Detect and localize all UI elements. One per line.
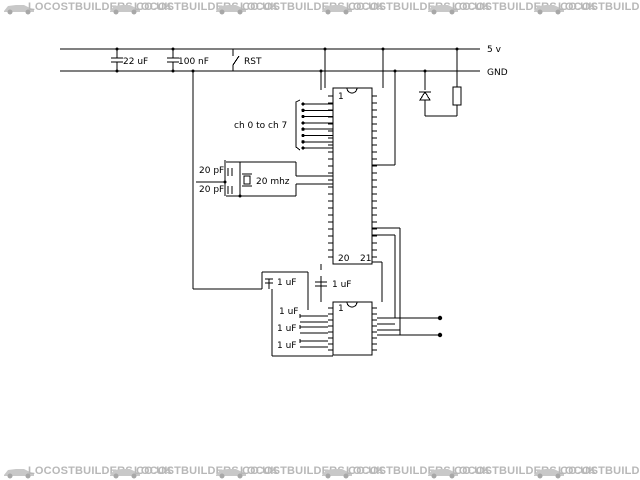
line-driver-chip [332, 301, 373, 356]
output-terminal [437, 315, 443, 321]
pump-cap-e-label: 1 uF [277, 341, 296, 351]
adc-channel-terminal [301, 127, 305, 131]
adc-channel-terminal [301, 140, 305, 144]
adc-input-bus [301, 102, 333, 150]
adc-channel-terminal [301, 115, 305, 119]
car-logo-icon [110, 469, 140, 479]
gnd-label: GND [487, 68, 508, 78]
microcontroller-chip [332, 87, 373, 265]
mcu-pin-1-label: 1 [338, 92, 344, 102]
car-logo-icon [428, 469, 458, 479]
car-logo-icon [4, 469, 34, 479]
diode [419, 71, 431, 116]
adc-channel-terminal [301, 121, 305, 125]
adc-channel-terminal [301, 133, 305, 138]
mcu-pin-20-label: 20 [338, 254, 350, 264]
charge-pump-network [261, 264, 333, 357]
pump-cap-c-label: 1 uF [279, 307, 298, 317]
watermark-item: LOCOSTBUILDERS.CO.UK [530, 0, 640, 16]
resistor [452, 49, 462, 116]
watermark-text: LOCOSTBUILDERS.CO.UK [558, 1, 640, 13]
pump-cap-d-label: 1 uF [277, 324, 296, 334]
decoupling-capacitor-label: 100 nF [178, 57, 209, 67]
crystal-label: 20 mhz [256, 177, 290, 187]
adc-channel-terminal [301, 102, 305, 106]
mcu-pin-21-label: 21 [360, 254, 371, 264]
watermark-text: LOCOSTBUILDERS.CO.UK [558, 465, 640, 477]
xtal-cap-2-label: 20 pF [199, 185, 224, 195]
output-terminal [437, 332, 443, 338]
bulk-capacitor [111, 49, 123, 71]
driver-pin-1-label: 1 [338, 304, 344, 314]
pump-cap-a-label: 1 uF [277, 278, 296, 288]
car-logo-icon [322, 469, 352, 479]
watermark-item: LOCOSTBUILDERS.CO.UK [530, 464, 640, 480]
bulk-capacitor-label: 22 uF [123, 57, 148, 67]
vcc-label: 5 v [487, 45, 502, 55]
car-logo-icon [4, 5, 34, 15]
adc-channels-label: ch 0 to ch 7 [234, 121, 287, 131]
adc-channel-terminal [301, 146, 305, 150]
car-logo-icon [216, 469, 246, 479]
pump-cap-b-label: 1 uF [332, 280, 351, 290]
adc-channel-terminal [301, 108, 305, 112]
car-logo-icon [322, 5, 352, 15]
car-logo-icon [110, 5, 140, 15]
xtal-cap-1-label: 20 pF [199, 166, 224, 176]
car-logo-icon [534, 469, 564, 479]
car-logo-icon [216, 5, 246, 15]
crystal-network [196, 160, 333, 197]
car-logo-icon [428, 5, 458, 15]
reset-label: RST [244, 57, 262, 67]
reset-switch [232, 49, 240, 71]
car-logo-icon [534, 5, 564, 15]
